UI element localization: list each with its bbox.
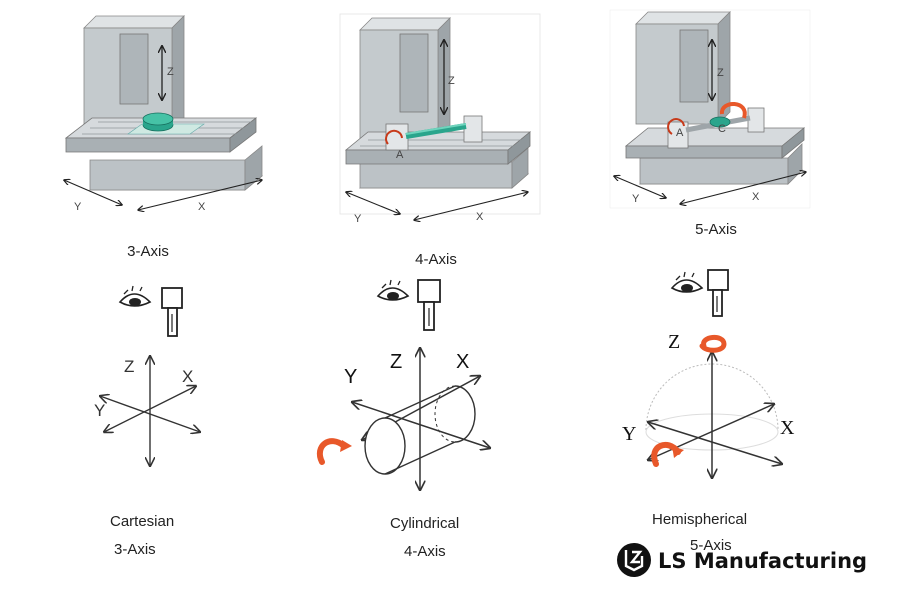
cartesian-axes-diagram: [100, 356, 200, 466]
cartesian-caption: Cartesian: [110, 513, 174, 530]
machine-4-axis: [339, 13, 541, 220]
machine-5-axis-c-label: C: [718, 123, 726, 135]
machine-4-axis-y-label: Y: [354, 213, 362, 225]
machine-4-axis-a-label: A: [396, 149, 404, 161]
logo-text: LS Manufacturing: [658, 549, 867, 573]
hemispherical-x-label: X: [780, 417, 795, 439]
cartesian-x-label: X: [182, 367, 193, 386]
cylindrical-x-label: X: [456, 351, 469, 373]
hemispherical-z-label: Z: [668, 331, 680, 353]
cylindrical-z-label: Z: [390, 351, 402, 373]
cartesian-z-label: Z: [124, 357, 134, 376]
panel-5-axis-title: 5-Axis: [695, 221, 737, 238]
machine-3-axis-z-label: Z: [167, 66, 174, 78]
machine-4-axis-z-label: Z: [448, 75, 455, 87]
eye-tool-icon: [670, 269, 729, 317]
machine-5-axis-z-label: Z: [717, 67, 724, 79]
cylindrical-caption: Cylindrical: [390, 515, 459, 532]
machine-3-axis-y-label: Y: [74, 201, 82, 213]
cylindrical-caption-axis: 4-Axis: [404, 543, 446, 560]
ls-manufacturing-logo: LS Manufacturing: [617, 543, 867, 577]
machine-5-axis-x-label: X: [752, 191, 760, 203]
machine-4-axis-x-label: X: [476, 211, 484, 223]
hemispherical-axes-diagram: [646, 335, 782, 478]
hemispherical-caption: Hemispherical: [652, 511, 747, 528]
machine-3-axis-x-label: X: [198, 201, 206, 213]
machine-5-axis: [609, 9, 811, 209]
cartesian-caption-axis: 3-Axis: [114, 541, 156, 558]
hemispherical-caption-axis: 5-Axis: [690, 537, 732, 554]
panel-4-axis-title: 4-Axis: [415, 251, 457, 268]
machine-5-axis-a-label: A: [676, 127, 684, 139]
machine-5-axis-y-label: Y: [632, 193, 640, 205]
cylindrical-axes-diagram: [317, 348, 490, 490]
eye-tool-icon: [118, 285, 183, 337]
eye-tool-icon: [376, 279, 441, 331]
machine-3-axis: [64, 15, 262, 210]
panel-3-axis-title: 3-Axis: [127, 243, 169, 260]
cylindrical-y-label: Y: [344, 366, 357, 388]
cartesian-y-label: Y: [94, 401, 105, 420]
hemispherical-y-label: Y: [622, 423, 636, 445]
